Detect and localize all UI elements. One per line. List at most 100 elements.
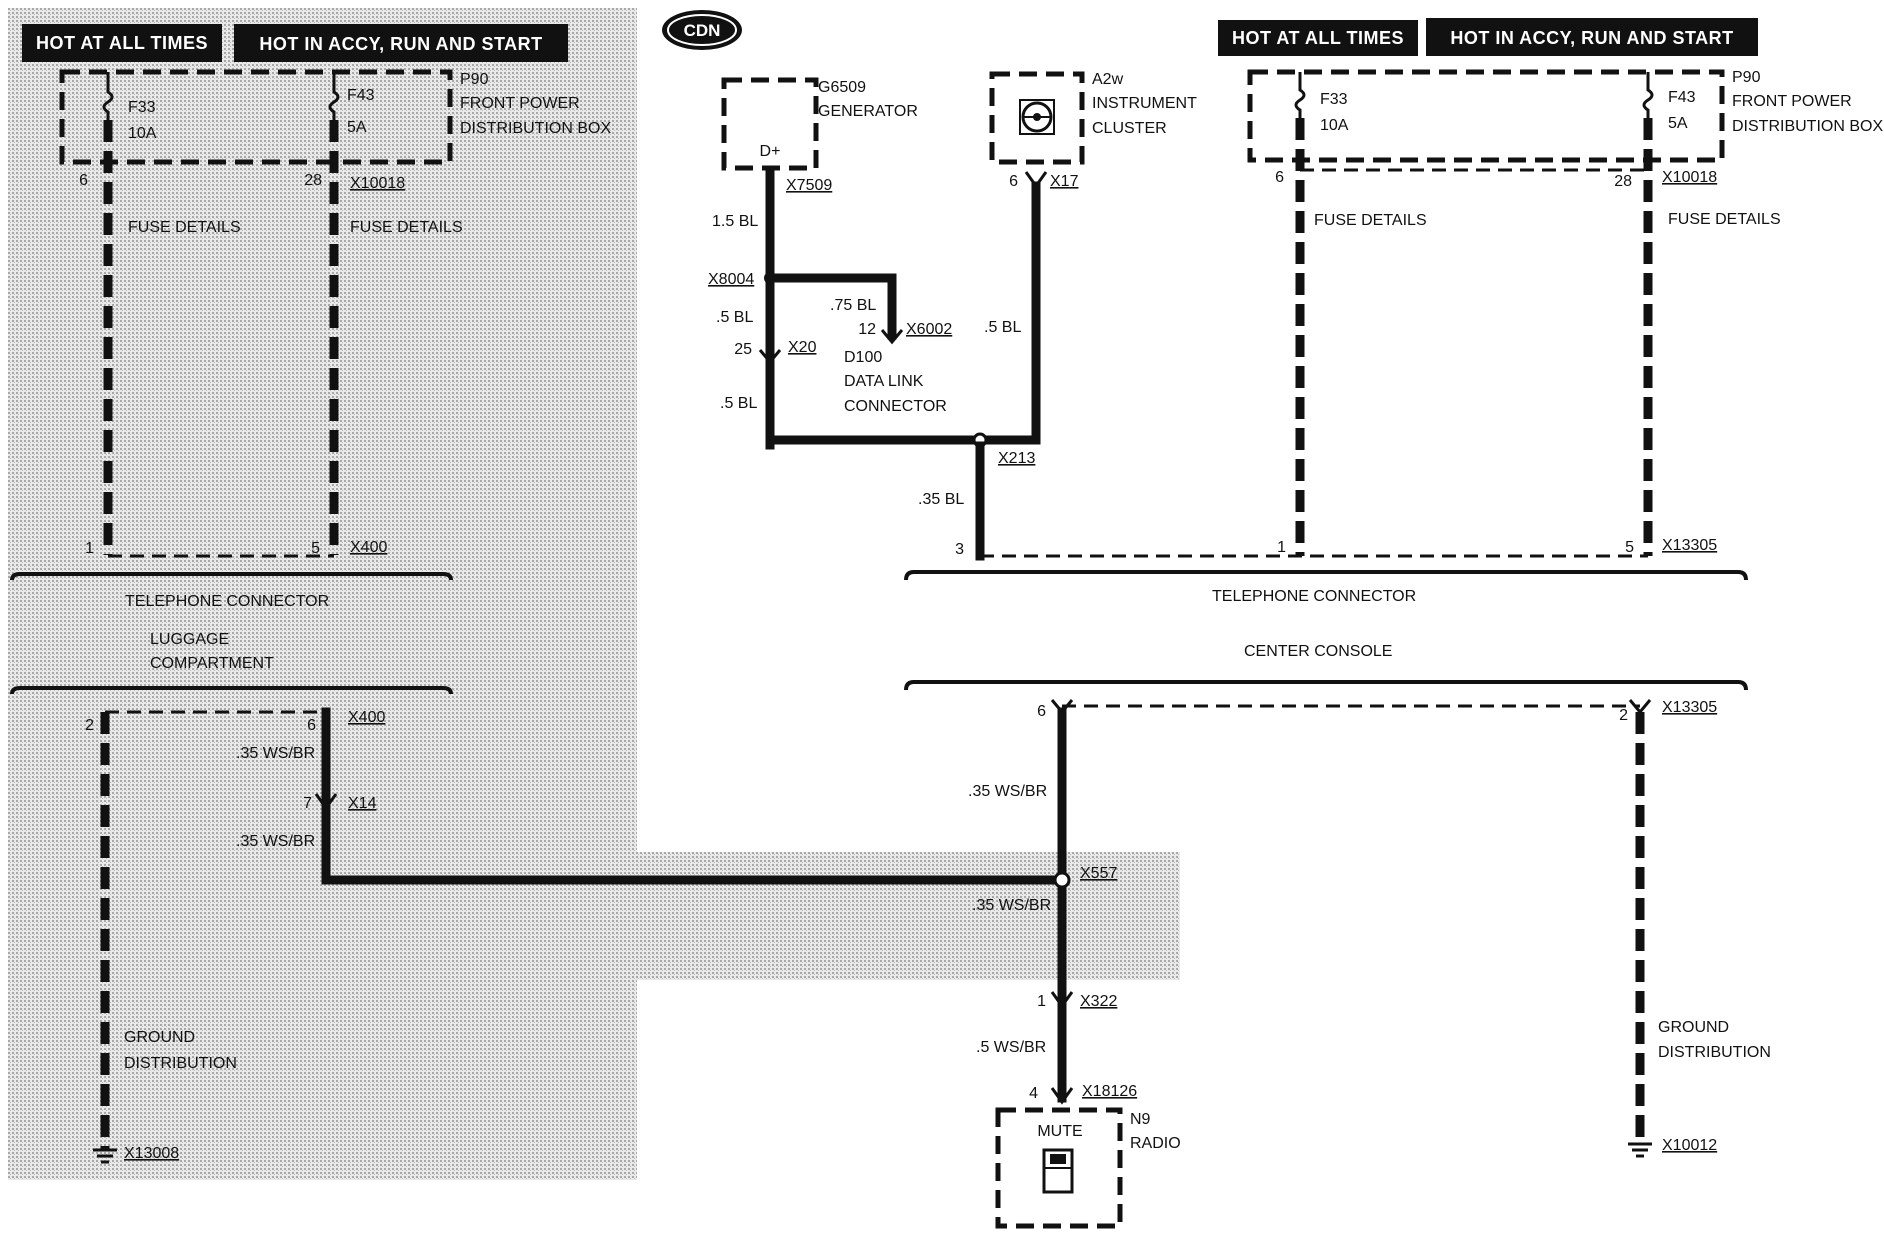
banner-hot-at-all-times-right-text: HOT AT ALL TIMES xyxy=(1232,28,1404,48)
connector-x322: X322 xyxy=(1080,993,1117,1010)
telephone-connector-label-left: TELEPHONE CONNECTOR xyxy=(125,593,329,610)
telephone-connector-label-right: TELEPHONE CONNECTOR xyxy=(1212,588,1416,605)
fuse-f43-label-right: F43 xyxy=(1668,89,1696,106)
wire-5wsbr: .5 WS/BR xyxy=(976,1039,1046,1056)
wire-to-dlc xyxy=(765,273,897,340)
wire-35wsbr-2-left: .35 WS/BR xyxy=(236,833,315,850)
wire-x20-to-x213 xyxy=(765,357,1041,445)
pin-4: 4 xyxy=(1029,1085,1038,1102)
fuse-details-1-right: FUSE DETAILS xyxy=(1314,212,1427,229)
connector-x13305-top: X13305 xyxy=(1662,537,1717,554)
splice-x557 xyxy=(1053,871,1071,889)
fuse-symbol-f43-left xyxy=(328,72,340,120)
logo-text: CDN xyxy=(684,21,721,40)
wire-35wsbr-1-left: .35 WS/BR xyxy=(236,745,315,762)
pin-6-left: 6 xyxy=(79,172,88,189)
shaded-region xyxy=(8,8,1180,1180)
connector-x6002: X6002 xyxy=(906,321,952,338)
pin-3: 3 xyxy=(955,541,964,558)
pin-1b: 1 xyxy=(1037,993,1046,1010)
luggage-compartment-bar xyxy=(10,686,453,695)
ground-symbol-right xyxy=(1628,1142,1652,1158)
wire-15bl: 1.5 BL xyxy=(712,213,758,230)
ground-label-1-left: GROUND xyxy=(124,1029,195,1046)
radio-icon xyxy=(1042,1148,1074,1194)
connector-x557: X557 xyxy=(1080,865,1117,882)
fuse-f43-rating-right: 5A xyxy=(1668,115,1688,132)
front-power-distribution-box-right xyxy=(1247,69,1725,163)
banner-hot-accy-right xyxy=(1426,18,1758,56)
box-name-1-right: FRONT POWER xyxy=(1732,93,1852,110)
connector-x10018-right: X10018 xyxy=(1662,169,1717,186)
fuse-symbol-f33-right xyxy=(1294,72,1306,118)
pin-2-left: 2 xyxy=(85,717,94,734)
generator-name: GENERATOR xyxy=(818,103,918,120)
connector-x400-bottom-left: X400 xyxy=(348,709,385,726)
ground-symbol-left xyxy=(93,1148,117,1164)
fuse-symbol-f33-left xyxy=(102,72,114,120)
wire-75bl: .75 BL xyxy=(830,297,876,314)
connector-x8004: X8004 xyxy=(708,271,754,288)
connector-x400-top-left: X400 xyxy=(350,539,387,556)
pin-28-right: 28 xyxy=(1614,173,1632,190)
box-name-1-left: FRONT POWER xyxy=(460,95,580,112)
radio-id: N9 xyxy=(1130,1111,1151,1128)
pin-12: 12 xyxy=(858,321,876,338)
connector-x14: X14 xyxy=(348,795,377,812)
connector-x322-symbol xyxy=(1050,991,1074,1009)
pin-6c: 6 xyxy=(1009,173,1018,190)
wire-5bl-b: .5 BL xyxy=(720,395,757,412)
wire-35wsbr-b: .35 WS/BR xyxy=(972,897,1051,914)
banner-hot-accy-left xyxy=(234,24,568,62)
fuse-symbol-f43-right xyxy=(1642,72,1654,118)
fuse-f43-label-left: F43 xyxy=(347,87,375,104)
pin-1-right: 1 xyxy=(1277,539,1286,556)
cluster-name-2: CLUSTER xyxy=(1092,120,1167,137)
cluster-id: A2w xyxy=(1092,71,1124,88)
wire-35wsbr-a: .35 WS/BR xyxy=(968,783,1047,800)
generator-pin: D+ xyxy=(760,143,781,160)
wire-35bl: .35 BL xyxy=(918,491,964,508)
connector-x17: X17 xyxy=(1050,173,1079,190)
wire-5bl-c: .5 BL xyxy=(984,319,1021,336)
fuse-details-2-left: FUSE DETAILS xyxy=(350,219,463,236)
banner-hot-accy-left-text: HOT IN ACCY, RUN AND START xyxy=(259,34,542,54)
connector-x18126-symbol xyxy=(1050,1087,1074,1105)
ground-label-2-right: DISTRIBUTION xyxy=(1658,1044,1771,1061)
connector-x20: X20 xyxy=(788,339,817,356)
fuse-f33-rating-left: 10A xyxy=(128,125,157,142)
connector-x213: X213 xyxy=(998,450,1035,467)
luggage-label-1: LUGGAGE xyxy=(150,631,229,648)
connector-x10012: X10012 xyxy=(1662,1137,1717,1154)
dlc-id: D100 xyxy=(844,349,882,366)
left-section: HOT AT ALL TIMES HOT IN ACCY, RUN AND ST… xyxy=(10,24,1067,1164)
radio-name: RADIO xyxy=(1130,1135,1181,1152)
fuse-f33-rating-right: 10A xyxy=(1320,117,1349,134)
ground-label-2-left: DISTRIBUTION xyxy=(124,1055,237,1072)
box-id-right: P90 xyxy=(1732,69,1761,86)
connector-x7509: X7509 xyxy=(786,177,832,194)
pin-5-left: 5 xyxy=(311,540,320,557)
ground-label-1-right: GROUND xyxy=(1658,1019,1729,1036)
pin-25: 25 xyxy=(734,341,752,358)
pin-1-left: 1 xyxy=(85,540,94,557)
banner-hot-at-all-times-left xyxy=(22,24,222,62)
telephone-connector-bar-right xyxy=(904,570,1748,581)
box-id-left: P90 xyxy=(460,71,489,88)
banner-hot-at-all-times-left-text: HOT AT ALL TIMES xyxy=(36,33,208,53)
connector-x18126: X18126 xyxy=(1082,1083,1137,1100)
fuse-f43-rating-left: 5A xyxy=(347,119,367,136)
connector-x13008: X13008 xyxy=(124,1145,179,1162)
pin-2-right: 2 xyxy=(1619,707,1628,724)
box-name-2-right: DISTRIBUTION BOX xyxy=(1732,118,1883,135)
telephone-connector-bar-left xyxy=(10,572,453,581)
center-console-bar xyxy=(904,680,1748,691)
right-section: D+ G6509 GENERATOR X7509 1.5 BL X8004 .7… xyxy=(708,18,1883,1229)
connector-x10018-left: X10018 xyxy=(350,175,405,192)
pin-6b-left: 6 xyxy=(307,717,316,734)
wire-5bl-a: .5 BL xyxy=(716,309,753,326)
fuse-details-2-right: FUSE DETAILS xyxy=(1668,211,1781,228)
luggage-label-2: COMPARTMENT xyxy=(150,655,274,672)
pin-7-left: 7 xyxy=(303,795,312,812)
